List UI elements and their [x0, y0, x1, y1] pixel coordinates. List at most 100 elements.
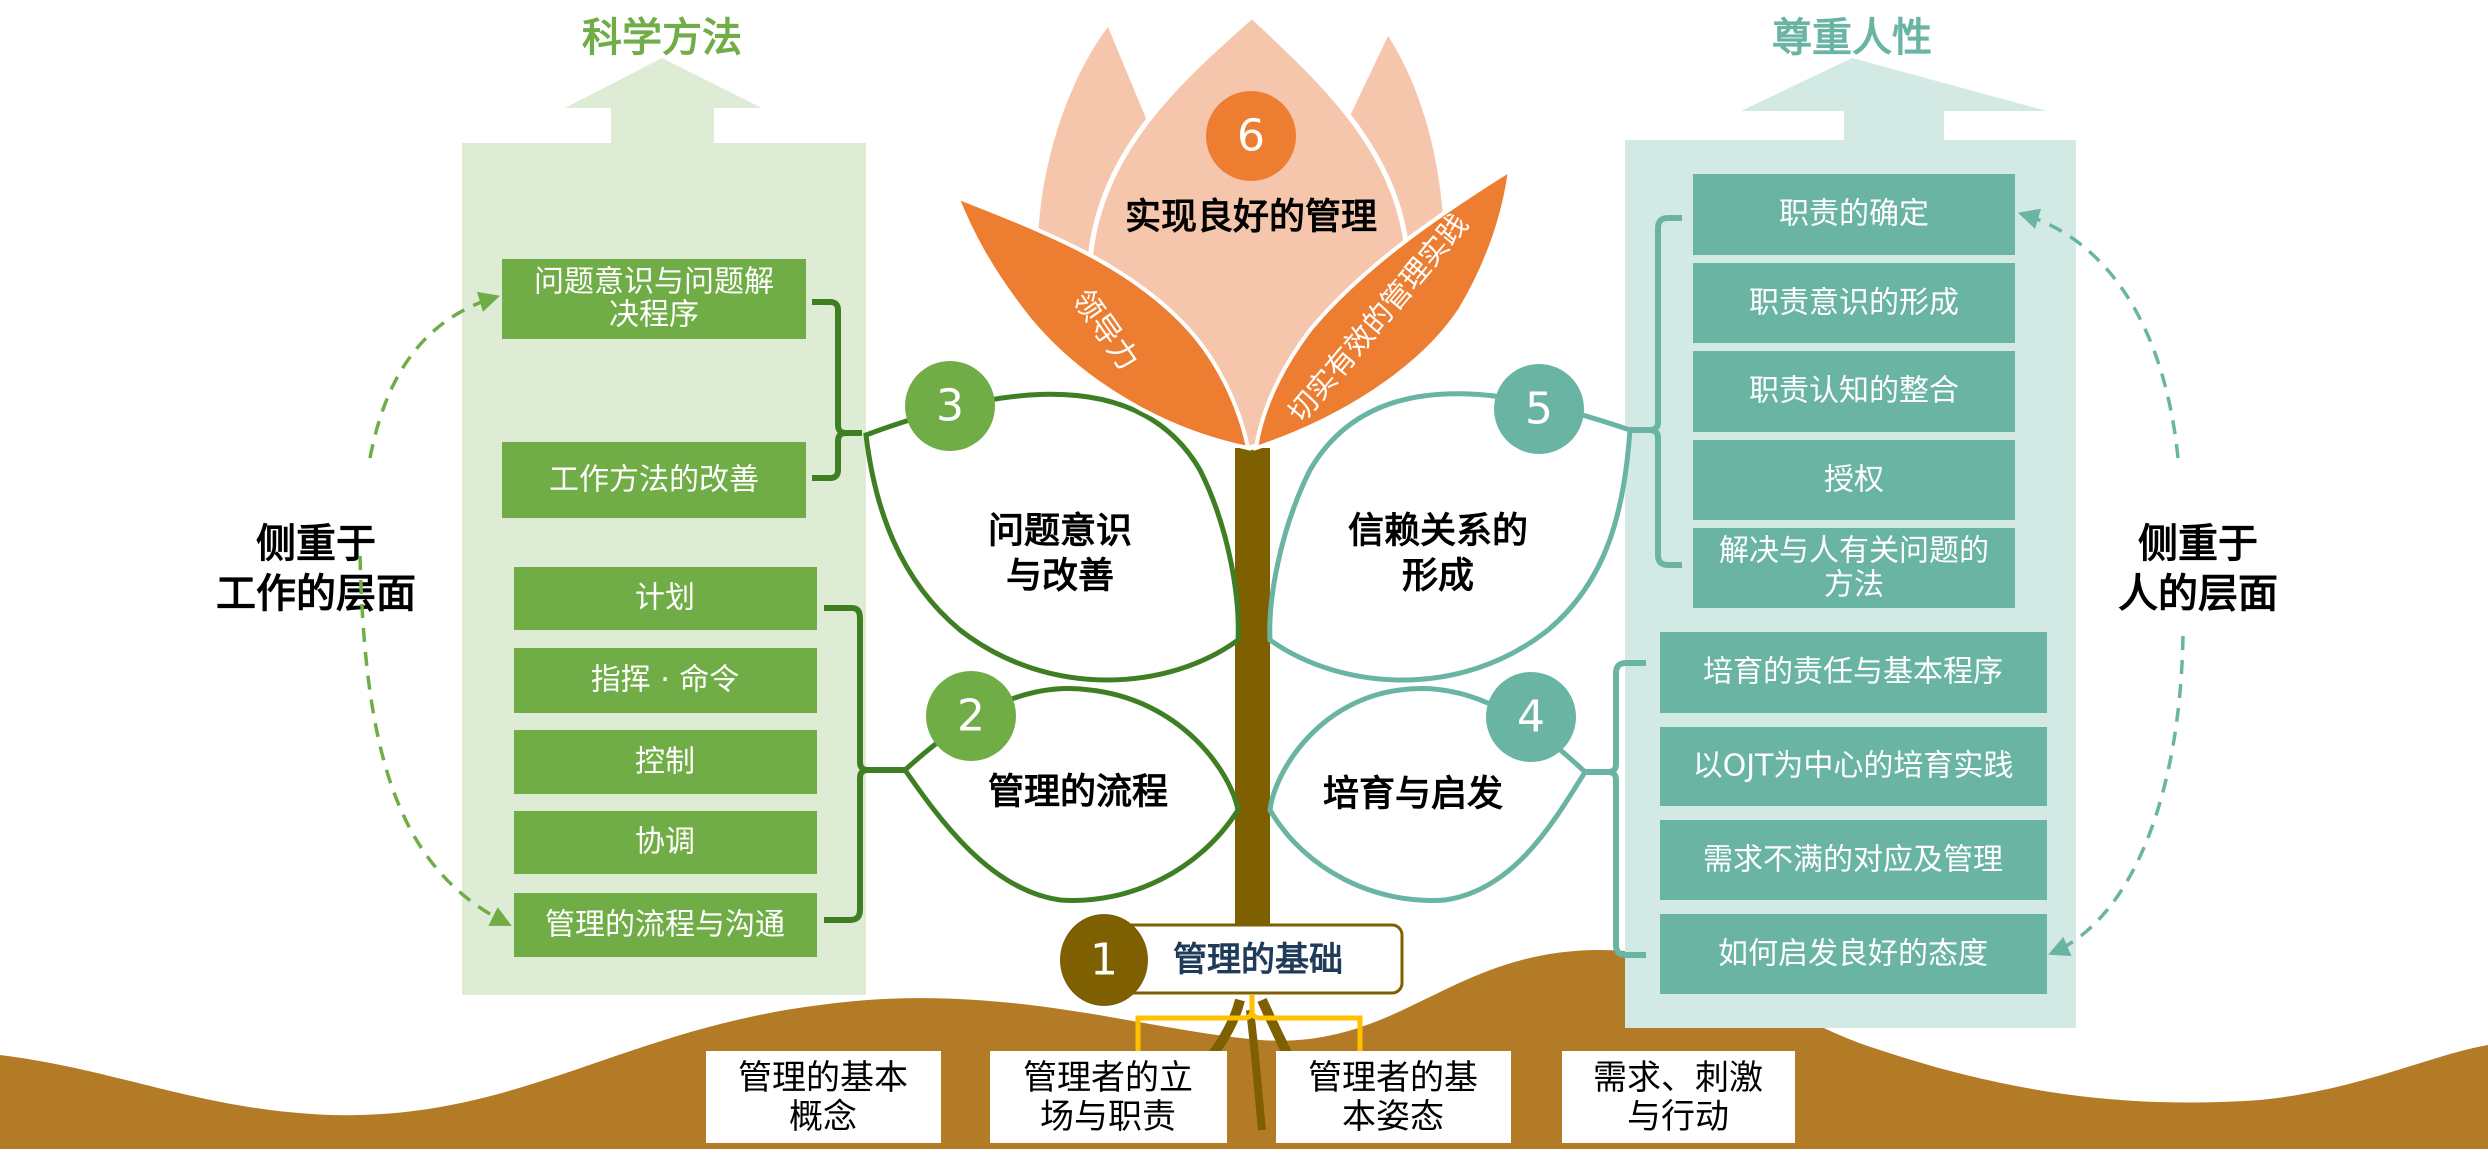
leaf-4[interactable]: 4 培育与启发 [1267, 672, 1589, 903]
left-side-label-line-1: 侧重于 [256, 521, 376, 567]
left-dashed-arrow-down [358, 555, 512, 926]
box-shape [1660, 632, 2047, 713]
label-text: 问题意识与问题解 [534, 265, 774, 300]
leaf-5[interactable]: 5 信赖关系的 形成 [1267, 364, 1633, 683]
label-text: 培育的责任与基本程序 [1703, 655, 2003, 690]
shape [1267, 391, 1633, 683]
base-label-text: 管理的基础 [1173, 940, 1343, 980]
base-number-badge [1060, 914, 1148, 1006]
box-shape [1276, 1051, 1511, 1143]
box-shape [1660, 820, 2047, 900]
label-text: 管理的流程与沟通 [545, 908, 785, 943]
label-text: 以OJT为中心的培育实践 [1693, 749, 2014, 784]
label-text: 2 [957, 691, 985, 742]
right-upper-bracket [1630, 215, 1682, 568]
box-shape [514, 567, 817, 630]
flower-number-badge [1206, 91, 1296, 181]
right-upper-item-3[interactable]: 授权 [1693, 440, 2015, 520]
left-lower-item-0[interactable]: 计划 [514, 567, 817, 630]
box-shape [502, 259, 806, 339]
label-text: 场与职责 [1040, 1097, 1176, 1137]
left-lower-item-3[interactable]: 协调 [514, 811, 817, 874]
label-text: 管理的基本 [738, 1058, 908, 1098]
leaf-4-number-badge [1486, 672, 1576, 762]
left-lower-item-1[interactable]: 指挥 · 命令 [514, 648, 817, 713]
label-text: 管理者的基 [1308, 1058, 1478, 1098]
flower-title: 实现良好的管理 [1125, 197, 1377, 238]
box-shape [514, 893, 817, 957]
right-upper-item-2[interactable]: 职责认知的整合 [1693, 351, 2015, 432]
right-panel: 尊重人性 职责的确定 职责意识的形成 职责认知的整合 授权 解决与人有关问题的 … [1585, 15, 2076, 1028]
box-shape [1693, 528, 2015, 608]
root-box-2[interactable]: 管理者的基 本姿态 [1276, 1051, 1511, 1143]
label-text: 协调 [635, 825, 695, 860]
flower-left-petal [953, 193, 1251, 451]
right-panel-title: 尊重人性 [1772, 15, 1932, 61]
label-text: 方法 [1824, 568, 1884, 603]
root-box-0[interactable]: 管理的基本 概念 [706, 1051, 941, 1143]
leaf-3[interactable]: 3 问题意识 与改善 [863, 361, 1241, 683]
left-upper-item-1[interactable]: 工作方法的改善 [502, 442, 806, 518]
label-text: 问题意识 [988, 511, 1132, 552]
shape [863, 391, 1241, 683]
label-text: 解决与人有关问题的 [1719, 534, 1989, 569]
label-text: 1 [1090, 935, 1118, 986]
right-lower-item-2[interactable]: 需求不满的对应及管理 [1660, 820, 2047, 900]
left-dashed-arrow-up [368, 291, 501, 459]
right-lower-item-3[interactable]: 如何启发良好的态度 [1660, 914, 2047, 994]
box-shape [1660, 727, 2047, 806]
left-upper-item-0[interactable]: 问题意识与问题解 决程序 [502, 259, 806, 339]
label-text: 决程序 [609, 298, 699, 333]
right-upper-item-0[interactable]: 职责的确定 [1693, 174, 2015, 255]
box-shape [1693, 174, 2015, 255]
label-text: 信赖关系的 [1348, 511, 1528, 552]
label-text: 4 [1517, 692, 1545, 743]
label-text: 管理的流程 [988, 772, 1168, 813]
box-shape [1693, 351, 2015, 432]
box-shape [1562, 1051, 1795, 1143]
box-shape [706, 1051, 941, 1143]
roots-bracket [1135, 995, 1363, 1058]
left-lower-item-4[interactable]: 管理的流程与沟通 [514, 893, 817, 957]
right-upper-item-4[interactable]: 解决与人有关问题的 方法 [1693, 528, 2015, 608]
shape [1246, 1009, 1266, 1131]
flower-right-petal [1253, 166, 1513, 451]
left-upper-bracket [812, 299, 862, 481]
left-side-label-line-2: 工作的层面 [216, 571, 416, 617]
left-panel: 科学方法 问题意识与问题解 决程序 工作方法的改善 计划 指挥 · 命令 控制 [462, 15, 905, 995]
right-lower-bracket [1585, 660, 1646, 958]
label-text: 职责认知的整合 [1749, 374, 1959, 409]
base-label[interactable]: 1 管理的基础 [1060, 914, 1404, 1006]
flower[interactable]: 6 实现良好的管理 领导力 切实有效的管理实践 [953, 12, 1513, 451]
right-panel-arrow [1741, 58, 2047, 150]
label-text: 3 [936, 381, 964, 432]
left-panel-arrow [565, 58, 762, 150]
root-box-1[interactable]: 管理者的立 场与职责 [990, 1051, 1227, 1143]
right-dashed-arrow-down [2048, 635, 2185, 957]
right-side-label-line-2: 人的层面 [2118, 571, 2278, 617]
left-panel-title: 科学方法 [582, 15, 742, 61]
label-text: 与行动 [1627, 1097, 1729, 1137]
box-shape [514, 648, 817, 713]
label-text: 工作方法的改善 [549, 463, 759, 498]
right-side-label-line-1: 侧重于 [2138, 521, 2258, 567]
right-lower-item-1[interactable]: 以OJT为中心的培育实践 [1660, 727, 2047, 806]
box-shape [1660, 914, 2047, 994]
leaf-2[interactable]: 2 管理的流程 [901, 671, 1241, 903]
leaf-3-number-badge [905, 361, 995, 451]
box-shape [514, 730, 817, 794]
label-text: 5 [1525, 384, 1553, 435]
label-text: 形成 [1402, 556, 1474, 597]
right-upper-item-1[interactable]: 职责意识的形成 [1693, 263, 2015, 343]
label-text: 本姿态 [1342, 1097, 1444, 1137]
right-lower-item-0[interactable]: 培育的责任与基本程序 [1660, 632, 2047, 713]
label-text: 计划 [635, 581, 695, 616]
label-text: 与改善 [1006, 556, 1114, 597]
box-shape [502, 442, 806, 518]
leaf-2-number-badge [926, 671, 1016, 761]
label-text: 培育与启发 [1323, 774, 1503, 815]
root-box-3[interactable]: 需求、刺激 与行动 [1562, 1051, 1795, 1143]
left-lower-item-2[interactable]: 控制 [514, 730, 817, 794]
box-shape [1693, 263, 2015, 343]
